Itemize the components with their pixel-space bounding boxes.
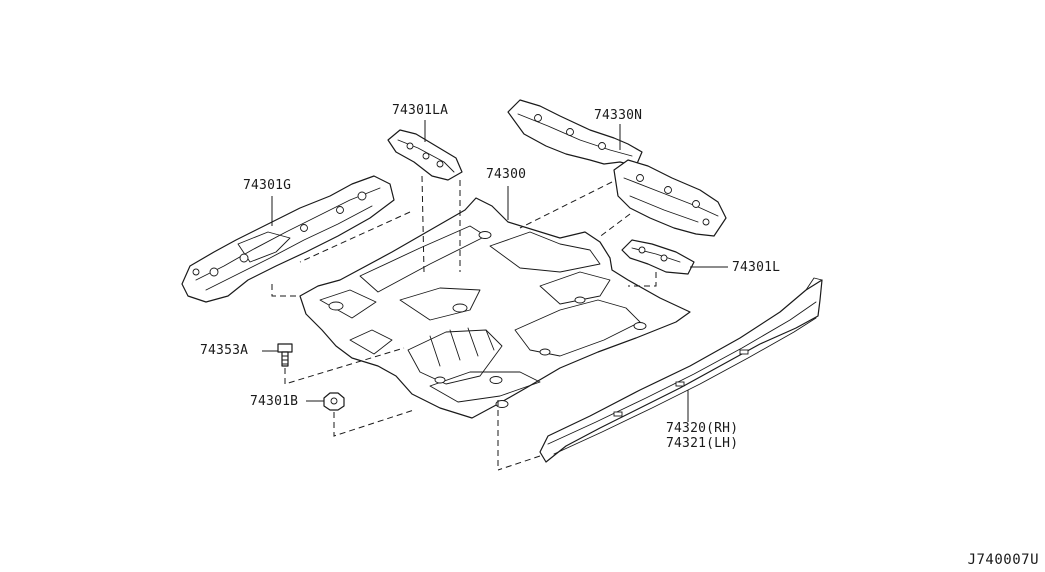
callout-74320-rh[interactable]: 74320(RH) [666,421,739,436]
part-74301la-bracket[interactable] [387,129,463,181]
callout-74301b[interactable]: 74301B [250,394,299,409]
callout-74300[interactable]: 74300 [486,167,527,182]
assembly-dashed-lines [271,175,657,471]
callout-74321-lh[interactable]: 74321(LH) [666,436,739,451]
part-74300-front-floor-panel[interactable] [299,197,691,419]
part-74353a-bolt[interactable] [277,343,293,367]
part-74320-74321-side-sill[interactable] [539,277,823,463]
part-74301l-bracket[interactable] [621,239,695,275]
callout-74301l[interactable]: 74301L [732,260,781,275]
part-74330n-crossmember[interactable] [507,99,727,237]
callout-74301g[interactable]: 74301G [243,178,292,193]
callout-74330n[interactable]: 74330N [594,108,643,123]
leader-lines [262,120,728,422]
callout-74301la[interactable]: 74301LA [392,103,449,118]
drawing-code: J740007U [967,552,1039,568]
part-74301b-nut[interactable] [323,392,345,411]
callout-74353a[interactable]: 74353A [200,343,249,358]
part-74301g-floor-reinforcement[interactable] [181,175,395,303]
